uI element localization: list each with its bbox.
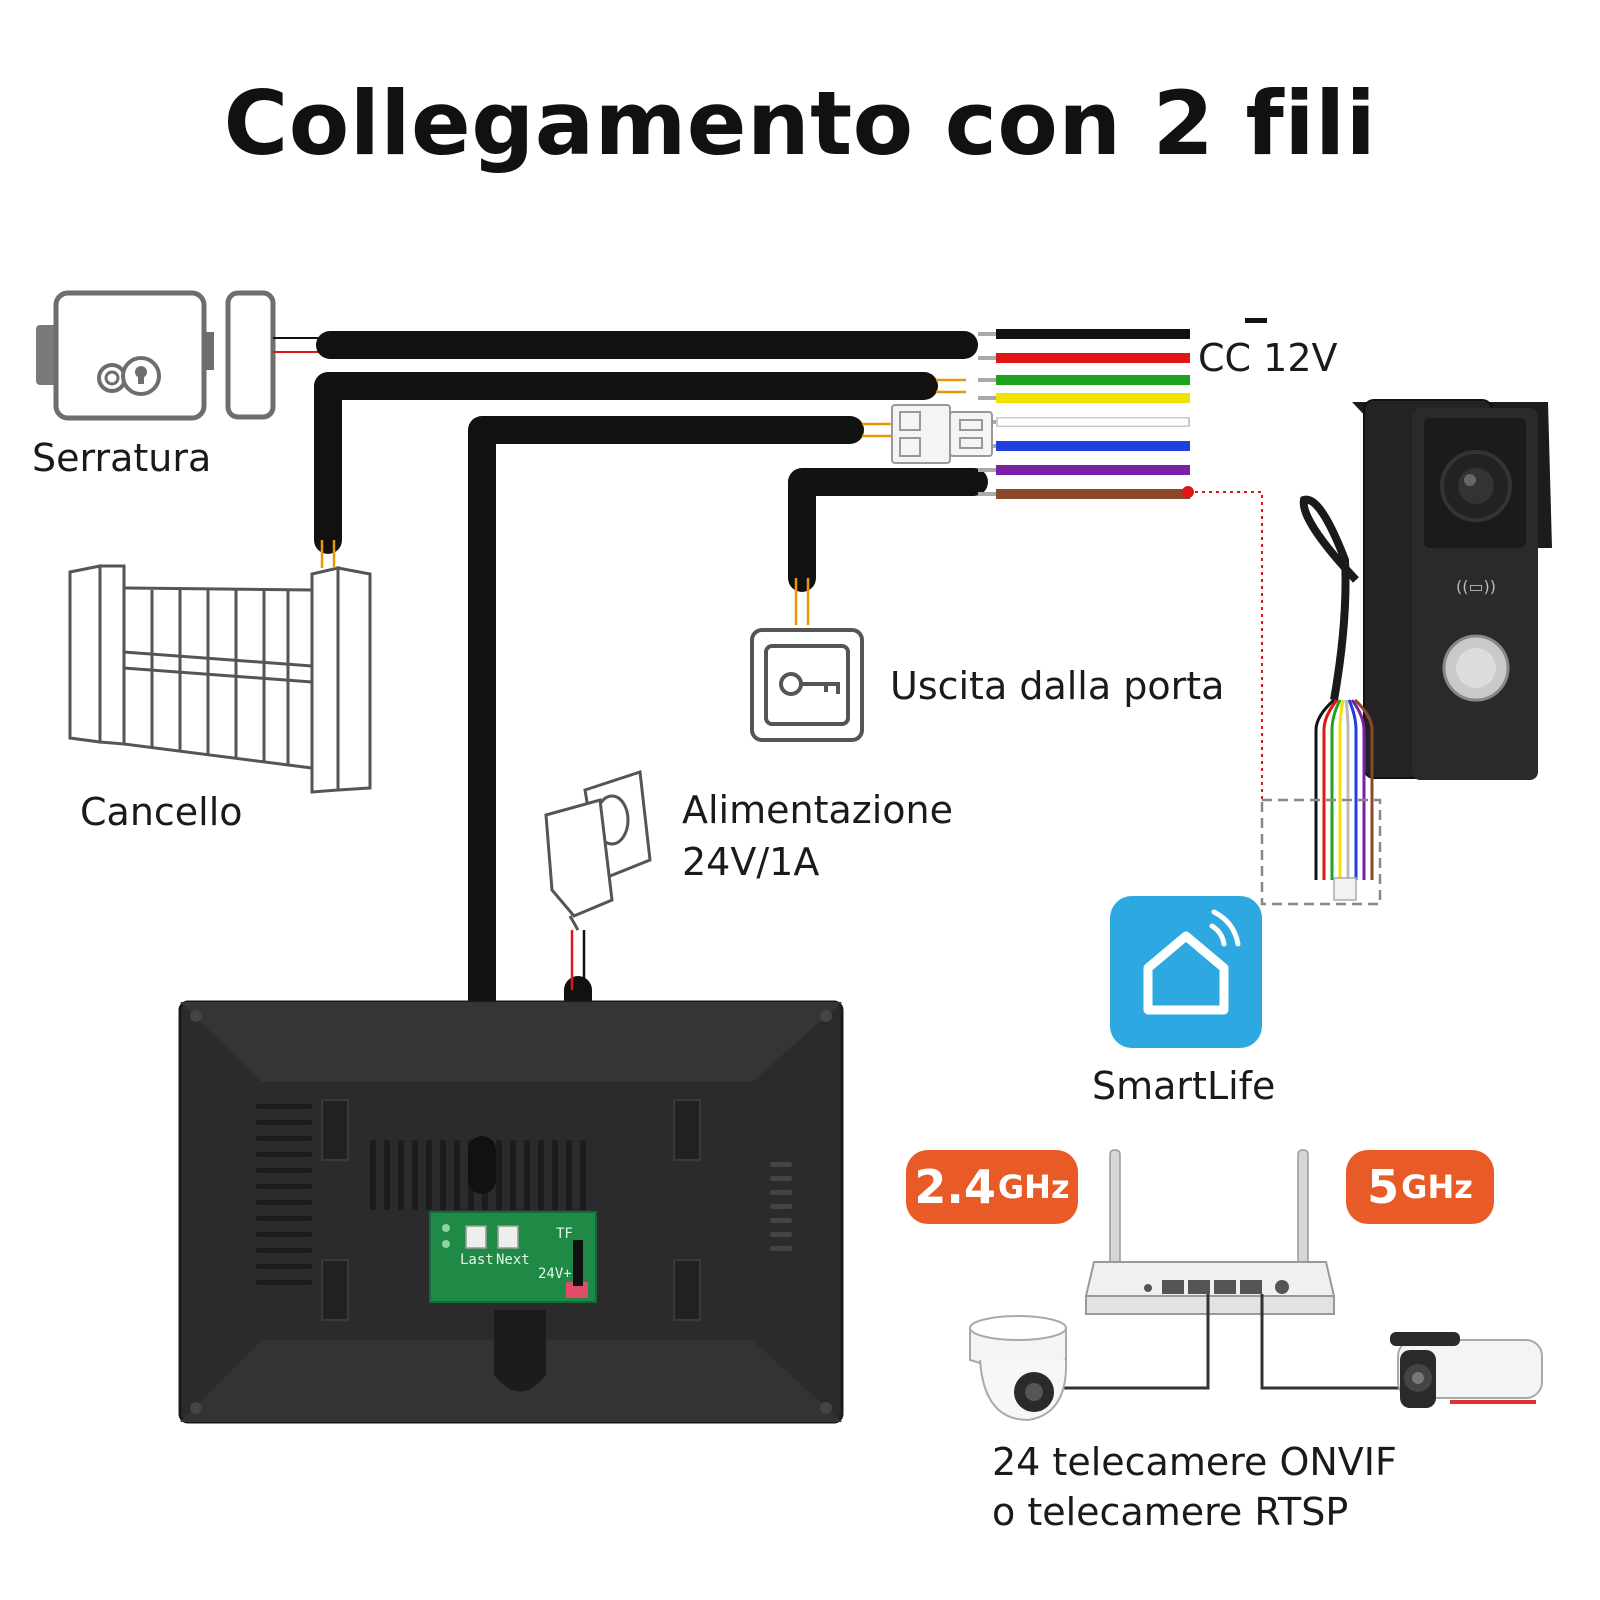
exit-button-label: Uscita dalla porta <box>890 664 1225 708</box>
smartlife-app-icon <box>1110 896 1262 1048</box>
cameras-label-line2: o telecamere RTSP <box>992 1490 1349 1534</box>
bell-wire-5 <box>1344 699 1350 880</box>
gate-label: Cancello <box>80 790 243 834</box>
board-last-label: Last <box>460 1252 494 1268</box>
band1-number: 2.4 <box>914 1160 996 1214</box>
lan-cable-1 <box>1064 1294 1210 1390</box>
app-label: SmartLife <box>1092 1064 1276 1108</box>
band2-number: 5 <box>1367 1160 1400 1214</box>
next-port <box>497 1225 519 1249</box>
bell-wire-2 <box>1322 699 1339 880</box>
bullet-camera-icon <box>1390 1332 1543 1408</box>
bell-wire-6 <box>1347 699 1358 880</box>
board-tf-label: TF <box>556 1226 573 1242</box>
bell-wire-7 <box>1350 699 1366 880</box>
band2-unit: GHz <box>1401 1168 1473 1206</box>
dc-symbol <box>1245 318 1267 323</box>
dome-camera-icon <box>969 1315 1068 1422</box>
monitor-back: Last Next TF 24V+ <box>178 1000 844 1424</box>
electric-lock-icon <box>36 290 325 421</box>
bell-wire-4 <box>1338 699 1345 880</box>
router-icon <box>1084 1149 1336 1315</box>
wire-plug-callout <box>1260 798 1382 906</box>
board-power-label: 24V+ <box>538 1266 572 1282</box>
power-label-line1: Alimentazione <box>682 788 953 832</box>
wire-connector <box>891 404 993 464</box>
lan-cable-2 <box>1260 1294 1400 1390</box>
doorbell-wires <box>1314 698 1374 880</box>
band1-unit: GHz <box>997 1168 1070 1206</box>
board-next-label: Next <box>496 1252 530 1268</box>
lock-label: Serratura <box>32 436 212 480</box>
bell-wire-8 <box>1353 698 1374 880</box>
rfid-icon: ((▭)) <box>1456 577 1496 596</box>
bell-wire-1 <box>1314 698 1335 880</box>
last-port <box>465 1225 487 1249</box>
cameras-label-line1: 24 telecamere ONVIF <box>992 1440 1397 1484</box>
page-title: Collegamento con 2 fili <box>223 72 1377 175</box>
power-label-line2: 24V/1A <box>682 840 820 884</box>
dotted-link <box>1188 491 1263 800</box>
doorbell-panel: ((▭)) <box>1299 399 1552 780</box>
exit-button-icon <box>750 628 864 742</box>
bell-wire-3 <box>1330 699 1342 880</box>
dc-voltage-label: CC 12V <box>1198 336 1338 380</box>
power-adapter-icon <box>544 770 652 931</box>
gate-icon <box>68 564 372 794</box>
colored-wires <box>978 329 1190 499</box>
